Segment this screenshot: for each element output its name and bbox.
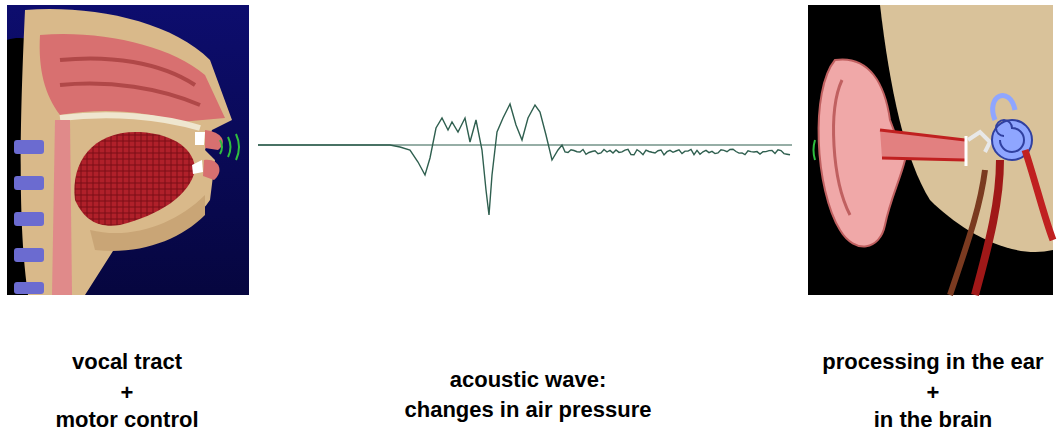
vocal-tract-figure [7,5,249,295]
caption-label: vocal tract [72,349,182,375]
caption-label: motor control [56,407,199,433]
caption-label: + [927,380,940,406]
ear-figure [808,5,1053,295]
caption-label: changes in air pressure [405,397,652,423]
caption-label: in the brain [874,407,993,433]
caption-label: + [121,380,134,406]
caption-label: processing in the ear [822,349,1043,375]
caption-label: acoustic wave: [450,367,607,393]
waveform [258,104,790,215]
